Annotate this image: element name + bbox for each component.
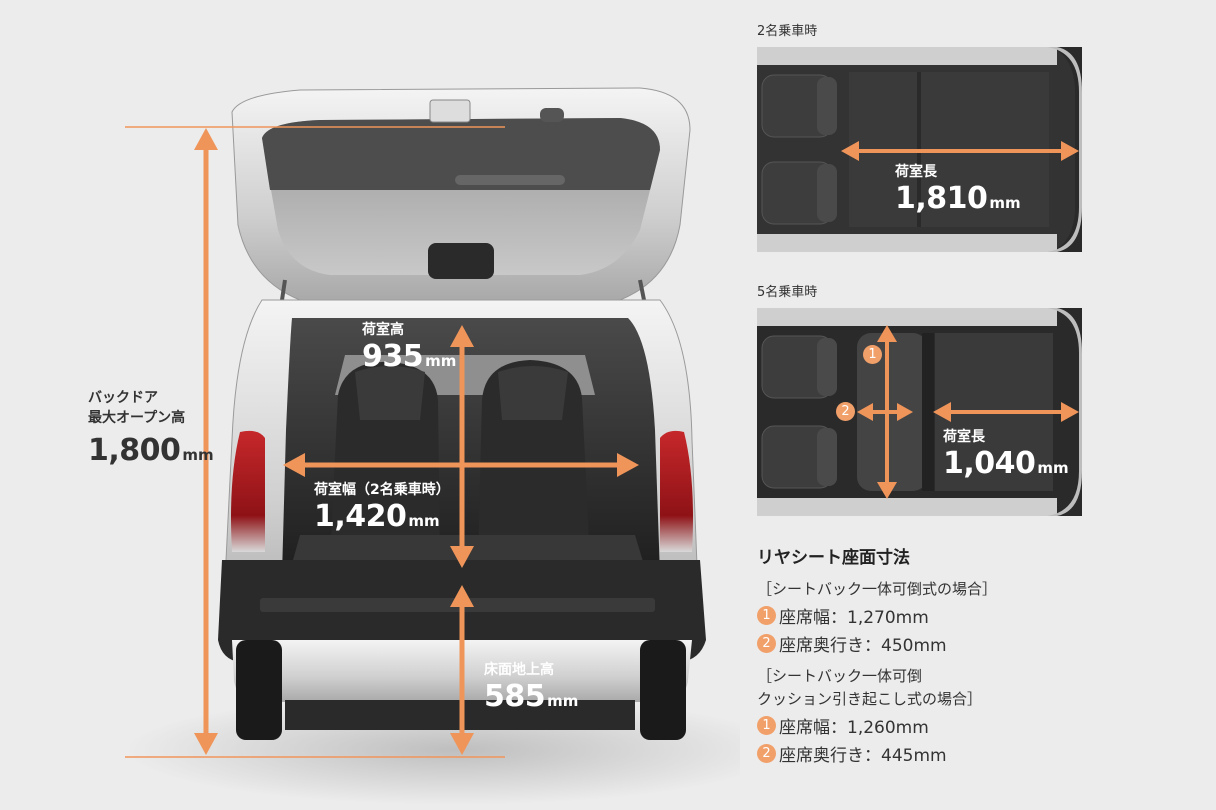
item-text: 座席幅：1,260mm xyxy=(779,717,929,738)
five-seater-top-view xyxy=(757,308,1082,516)
five-seater-label: 荷室長 xyxy=(943,429,985,445)
car-rear-photo xyxy=(125,87,740,805)
list-item: 1 座席幅：1,270mm xyxy=(757,601,1057,629)
two-seater-unit: mm xyxy=(989,194,1021,212)
list-item: 2 座席奥行き：450mm xyxy=(757,629,1057,657)
item-text: 座席奥行き：445mm xyxy=(779,745,947,766)
item-text: 座席幅：1,270mm xyxy=(779,607,929,628)
marker-2-badge: 2 xyxy=(836,402,855,421)
item-number: 1 xyxy=(757,605,776,625)
five-seater-unit: mm xyxy=(1037,459,1069,477)
marker-1-badge: 1 xyxy=(863,345,882,364)
ground-height-unit: mm xyxy=(547,692,579,710)
ground-height-value: 585 xyxy=(484,679,546,714)
cargo-height-unit: mm xyxy=(425,352,457,370)
two-seater-caption: 2名乗車時 xyxy=(757,24,818,39)
five-seater-value: 1,040 xyxy=(943,446,1036,481)
five-seater-caption: 5名乗車時 xyxy=(757,285,818,300)
rear-seat-spec: リヤシート座面寸法 ［シートバック一体可倒式の場合］ 1 座席幅：1,270mm… xyxy=(757,543,1057,767)
cargo-width-unit: mm xyxy=(408,512,440,530)
two-seater-top-view xyxy=(757,47,1082,252)
backdoor-label-line2: 最大オープン高 xyxy=(88,410,186,426)
ground-height-label: 床面地上高 xyxy=(484,662,554,678)
dimension-lines xyxy=(125,126,639,758)
item-number: 1 xyxy=(757,715,776,735)
item-number: 2 xyxy=(757,743,776,763)
condition-1: ［シートバック一体可倒式の場合］ xyxy=(757,580,998,598)
cargo-height-value: 935 xyxy=(362,339,424,374)
cargo-width-value: 1,420 xyxy=(314,499,407,534)
condition-2-line1: ［シートバック一体可倒 xyxy=(757,667,923,685)
two-seater-value: 1,810 xyxy=(895,181,988,216)
rear-seat-title: リヤシート座面寸法 xyxy=(757,548,910,568)
backdoor-value: 1,800 xyxy=(88,433,181,468)
cargo-width-label: 荷室幅（2名乗車時） xyxy=(314,482,450,498)
cargo-height-label: 荷室高 xyxy=(362,322,404,338)
two-seater-label: 荷室長 xyxy=(895,164,937,180)
list-item: 2 座席奥行き：445mm xyxy=(757,739,1057,767)
list-item: 1 座席幅：1,260mm xyxy=(757,711,1057,739)
backdoor-unit: mm xyxy=(182,446,214,464)
condition-2-line2: クッション引き起こし式の場合］ xyxy=(757,690,983,708)
item-number: 2 xyxy=(757,633,776,653)
backdoor-label-line1: バックドア xyxy=(88,390,158,406)
item-text: 座席奥行き：450mm xyxy=(779,635,947,656)
